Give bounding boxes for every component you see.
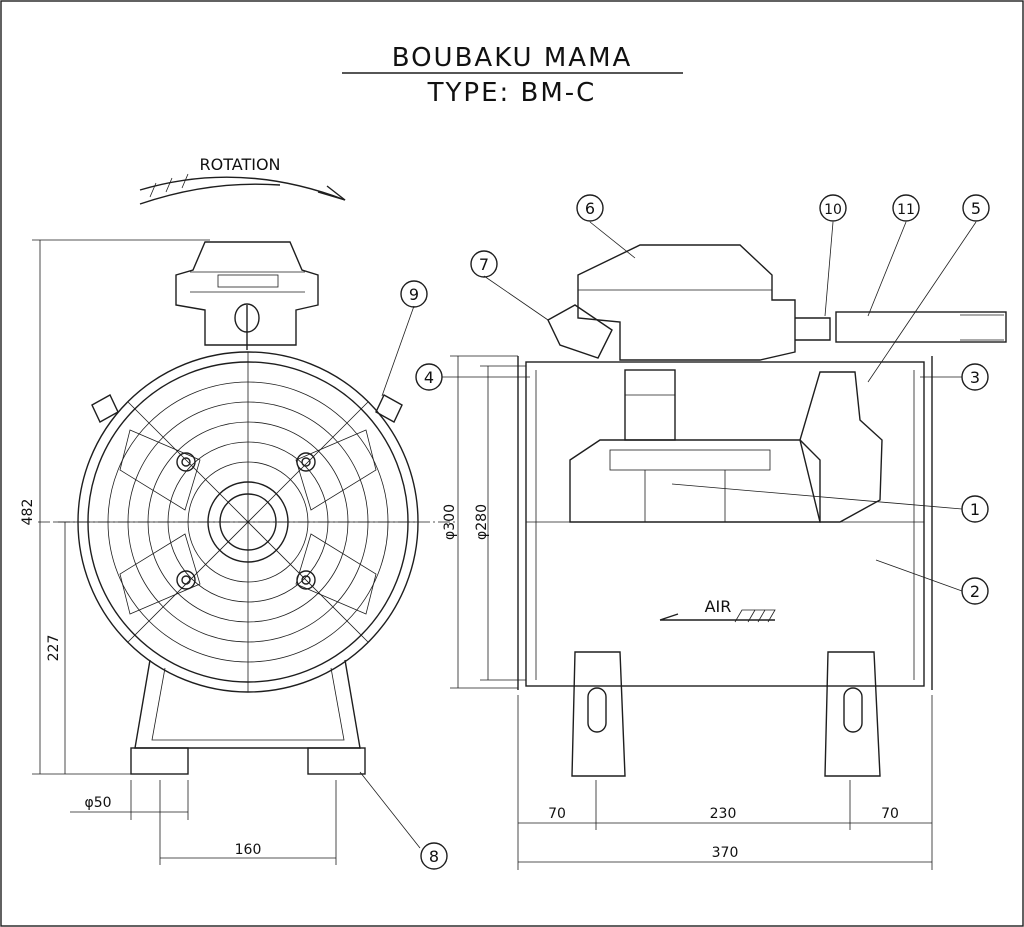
callout-9: 9 — [409, 285, 419, 304]
rotation-label: ROTATION — [200, 155, 281, 174]
callout-3: 3 — [970, 368, 980, 387]
callout-8: 8 — [429, 847, 439, 866]
dim-dia-inner: φ280 — [474, 504, 490, 540]
title-line2: TYPE: BM-C — [427, 78, 597, 108]
dim-foot-dia: φ50 — [84, 795, 111, 811]
dim-center-span: 230 — [710, 806, 737, 822]
dim-dia-outer: φ300 — [442, 504, 458, 540]
air-label: AIR — [705, 597, 732, 616]
callout-bubbles — [400, 194, 990, 870]
callout-4: 4 — [424, 368, 434, 387]
callout-5: 5 — [971, 199, 981, 218]
rotation-arrow-icon — [139, 173, 346, 205]
callout-11: 11 — [897, 202, 915, 218]
dim-total-length: 370 — [712, 845, 739, 861]
dim-height-total: 482 — [20, 499, 36, 526]
front-dimensions — [32, 239, 455, 865]
callout-7: 7 — [479, 255, 489, 274]
dim-left-overhang: 70 — [548, 806, 566, 822]
dim-height-axis: 227 — [46, 635, 62, 662]
callout-2: 2 — [970, 582, 980, 601]
dim-foot-span: 160 — [235, 842, 262, 858]
callout-6: 6 — [585, 199, 595, 218]
title-line1: BOUBAKU MAMA — [392, 43, 633, 73]
callouts — [359, 221, 977, 849]
callout-10: 10 — [824, 202, 842, 218]
callout-1: 1 — [970, 500, 980, 519]
front-view — [77, 241, 419, 775]
air-arrow-icon — [659, 609, 776, 623]
dim-right-overhang: 70 — [881, 806, 899, 822]
side-dimensions — [450, 355, 933, 870]
side-view — [517, 244, 1007, 777]
